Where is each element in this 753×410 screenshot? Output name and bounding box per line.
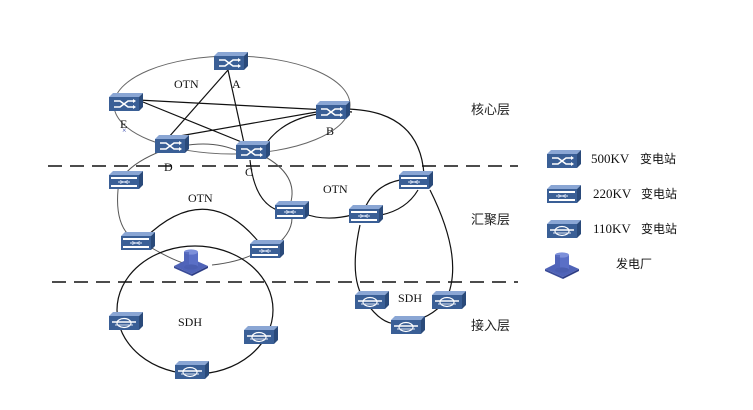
access-node-110kv-6[interactable]	[390, 315, 426, 335]
agg-node-220kv-2[interactable]	[274, 200, 310, 220]
access-node-110kv-3[interactable]	[174, 360, 210, 380]
node-b-500kv-substation[interactable]	[315, 100, 351, 120]
legend-110kv-substation-icon	[546, 219, 582, 239]
e-marker-icon: ×	[122, 126, 127, 135]
link-agg-mid-right	[301, 212, 353, 219]
agg-node-220kv-1[interactable]	[108, 170, 144, 190]
legend-item-220kv: 220KV 变电站	[546, 184, 677, 204]
agg-node-220kv-4[interactable]	[398, 170, 434, 190]
layer-label-aggregation: 汇聚层	[471, 213, 510, 228]
legend: 500KV 变电站 220KV 变电站 110KV 变电站 发电厂	[545, 149, 677, 279]
agg-node-220kv-6[interactable]	[249, 239, 285, 259]
node-c-500kv-substation[interactable]	[235, 140, 271, 160]
legend-220kv-suffix: 变电站	[641, 186, 677, 201]
link-b-c	[261, 112, 326, 151]
agg-right-otn-ring-top	[364, 179, 401, 209]
legend-110kv-suffix: 变电站	[641, 221, 677, 236]
node-e-500kv-substation[interactable]	[108, 92, 144, 112]
legend-110kv-text: 110KV	[593, 221, 631, 236]
legend-500kv-text: 500KV	[591, 151, 630, 166]
layer-label-core: 核心层	[471, 103, 510, 118]
access-left-ring-label: SDH	[178, 315, 202, 329]
agg-node-220kv-3[interactable]	[348, 204, 384, 224]
access-node-110kv-2[interactable]	[243, 325, 279, 345]
node-label-a: A	[232, 77, 241, 91]
access-node-110kv-4[interactable]	[354, 290, 390, 310]
agg-right-ring-label: OTN	[323, 182, 348, 196]
core-ring-label: OTN	[174, 77, 199, 91]
link-c-agg-left-ring	[261, 154, 293, 206]
legend-item-110kv: 110KV 变电站	[546, 219, 677, 239]
access-node-110kv-1[interactable]	[108, 311, 144, 331]
legend-500kv-substation-icon	[546, 149, 582, 169]
node-label-e: E	[120, 117, 127, 131]
agg-node-220kv-5[interactable]	[120, 231, 156, 251]
agg-left-otn-ring	[117, 146, 173, 239]
legend-220kv-text: 220KV	[593, 186, 632, 201]
node-label-c: C	[245, 165, 253, 179]
link-b-agg-right	[344, 108, 425, 176]
legend-item-500kv: 500KV 变电站	[546, 149, 676, 169]
node-label-d: D	[164, 160, 173, 174]
node-d-500kv-substation[interactable]	[154, 134, 190, 154]
access-node-110kv-5[interactable]	[431, 290, 467, 310]
layer-label-access: 接入层	[471, 318, 510, 334]
power-plant-node[interactable]	[174, 249, 208, 276]
legend-500kv-suffix: 变电站	[640, 151, 676, 166]
node-a-500kv-substation[interactable]	[213, 51, 249, 71]
agg-left-ring-label: OTN	[188, 191, 213, 205]
legend-power-plant-icon	[545, 252, 579, 279]
legend-plant-text: 发电厂	[616, 256, 652, 271]
agg-left-arc-top	[144, 208, 266, 251]
legend-item-plant: 发电厂	[545, 252, 652, 279]
legend-220kv-substation-icon	[546, 184, 582, 204]
node-label-b: B	[326, 124, 334, 138]
agg-left-arc-bottom	[144, 243, 259, 266]
core-mesh-links	[137, 69, 353, 144]
access-right-ring-label: SDH	[398, 291, 422, 305]
